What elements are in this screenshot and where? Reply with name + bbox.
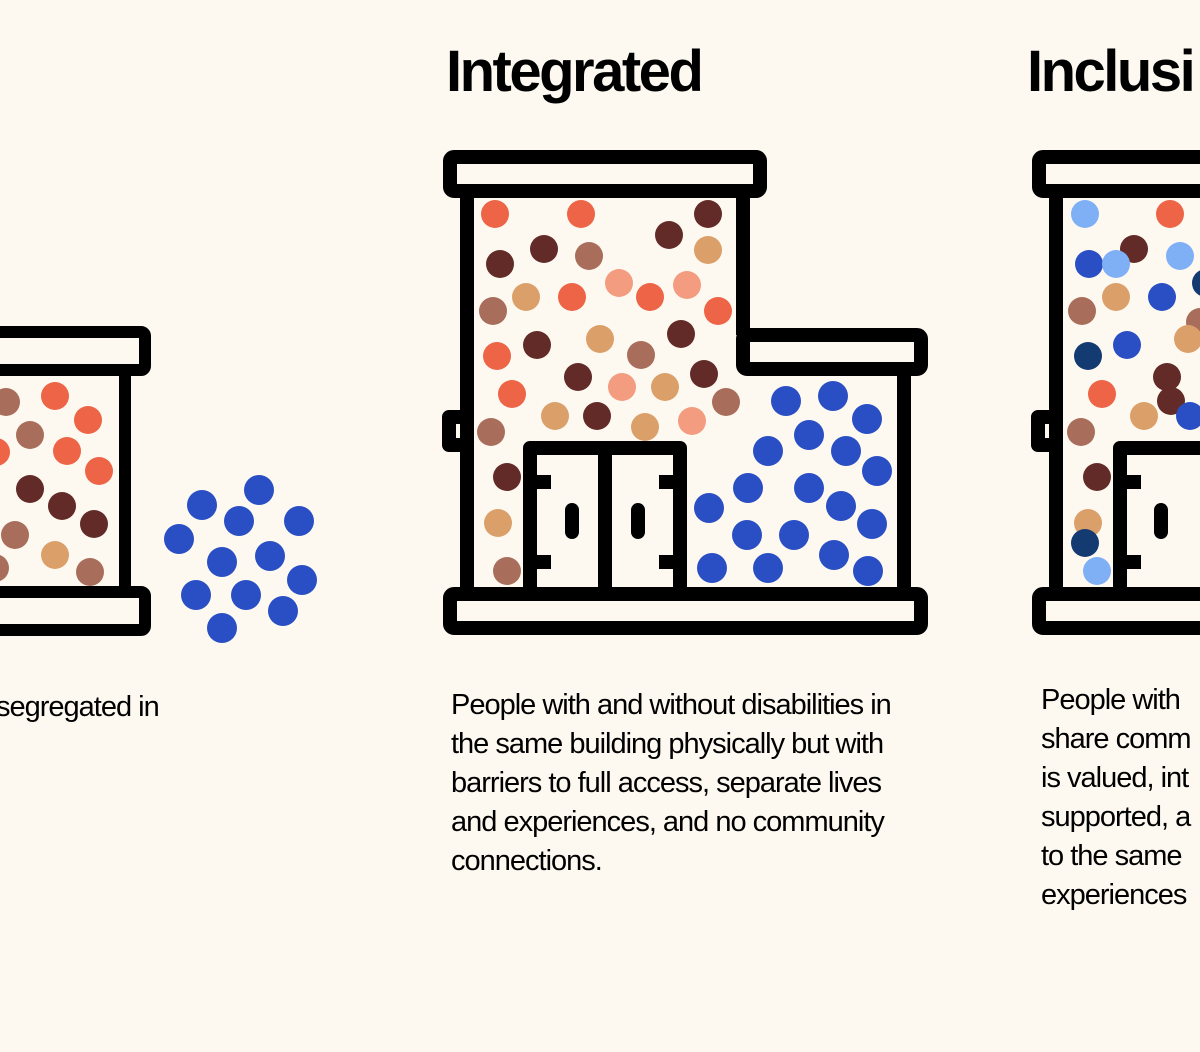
segregated-people-outside <box>164 475 317 643</box>
panel-description-integrated: People with and without disabilities in … <box>451 689 892 877</box>
segregated-building-icon <box>0 326 151 636</box>
inclusive-people-mixed <box>1067 200 1200 585</box>
panel-title-integrated: Integrated <box>446 39 704 104</box>
integrated-people-group-one <box>477 200 740 585</box>
segregated-people-inside <box>0 382 113 586</box>
inclusive-building-icon <box>1031 150 1200 635</box>
panel-title-inclusive: Inclusi <box>1027 39 1196 104</box>
panel-description-segregated: segregated in <box>0 691 160 723</box>
panel-description-inclusive: People with share comm is valued, int su… <box>1041 684 1192 911</box>
integrated-building-icon <box>442 150 928 635</box>
integrated-people-group-two <box>694 381 892 586</box>
